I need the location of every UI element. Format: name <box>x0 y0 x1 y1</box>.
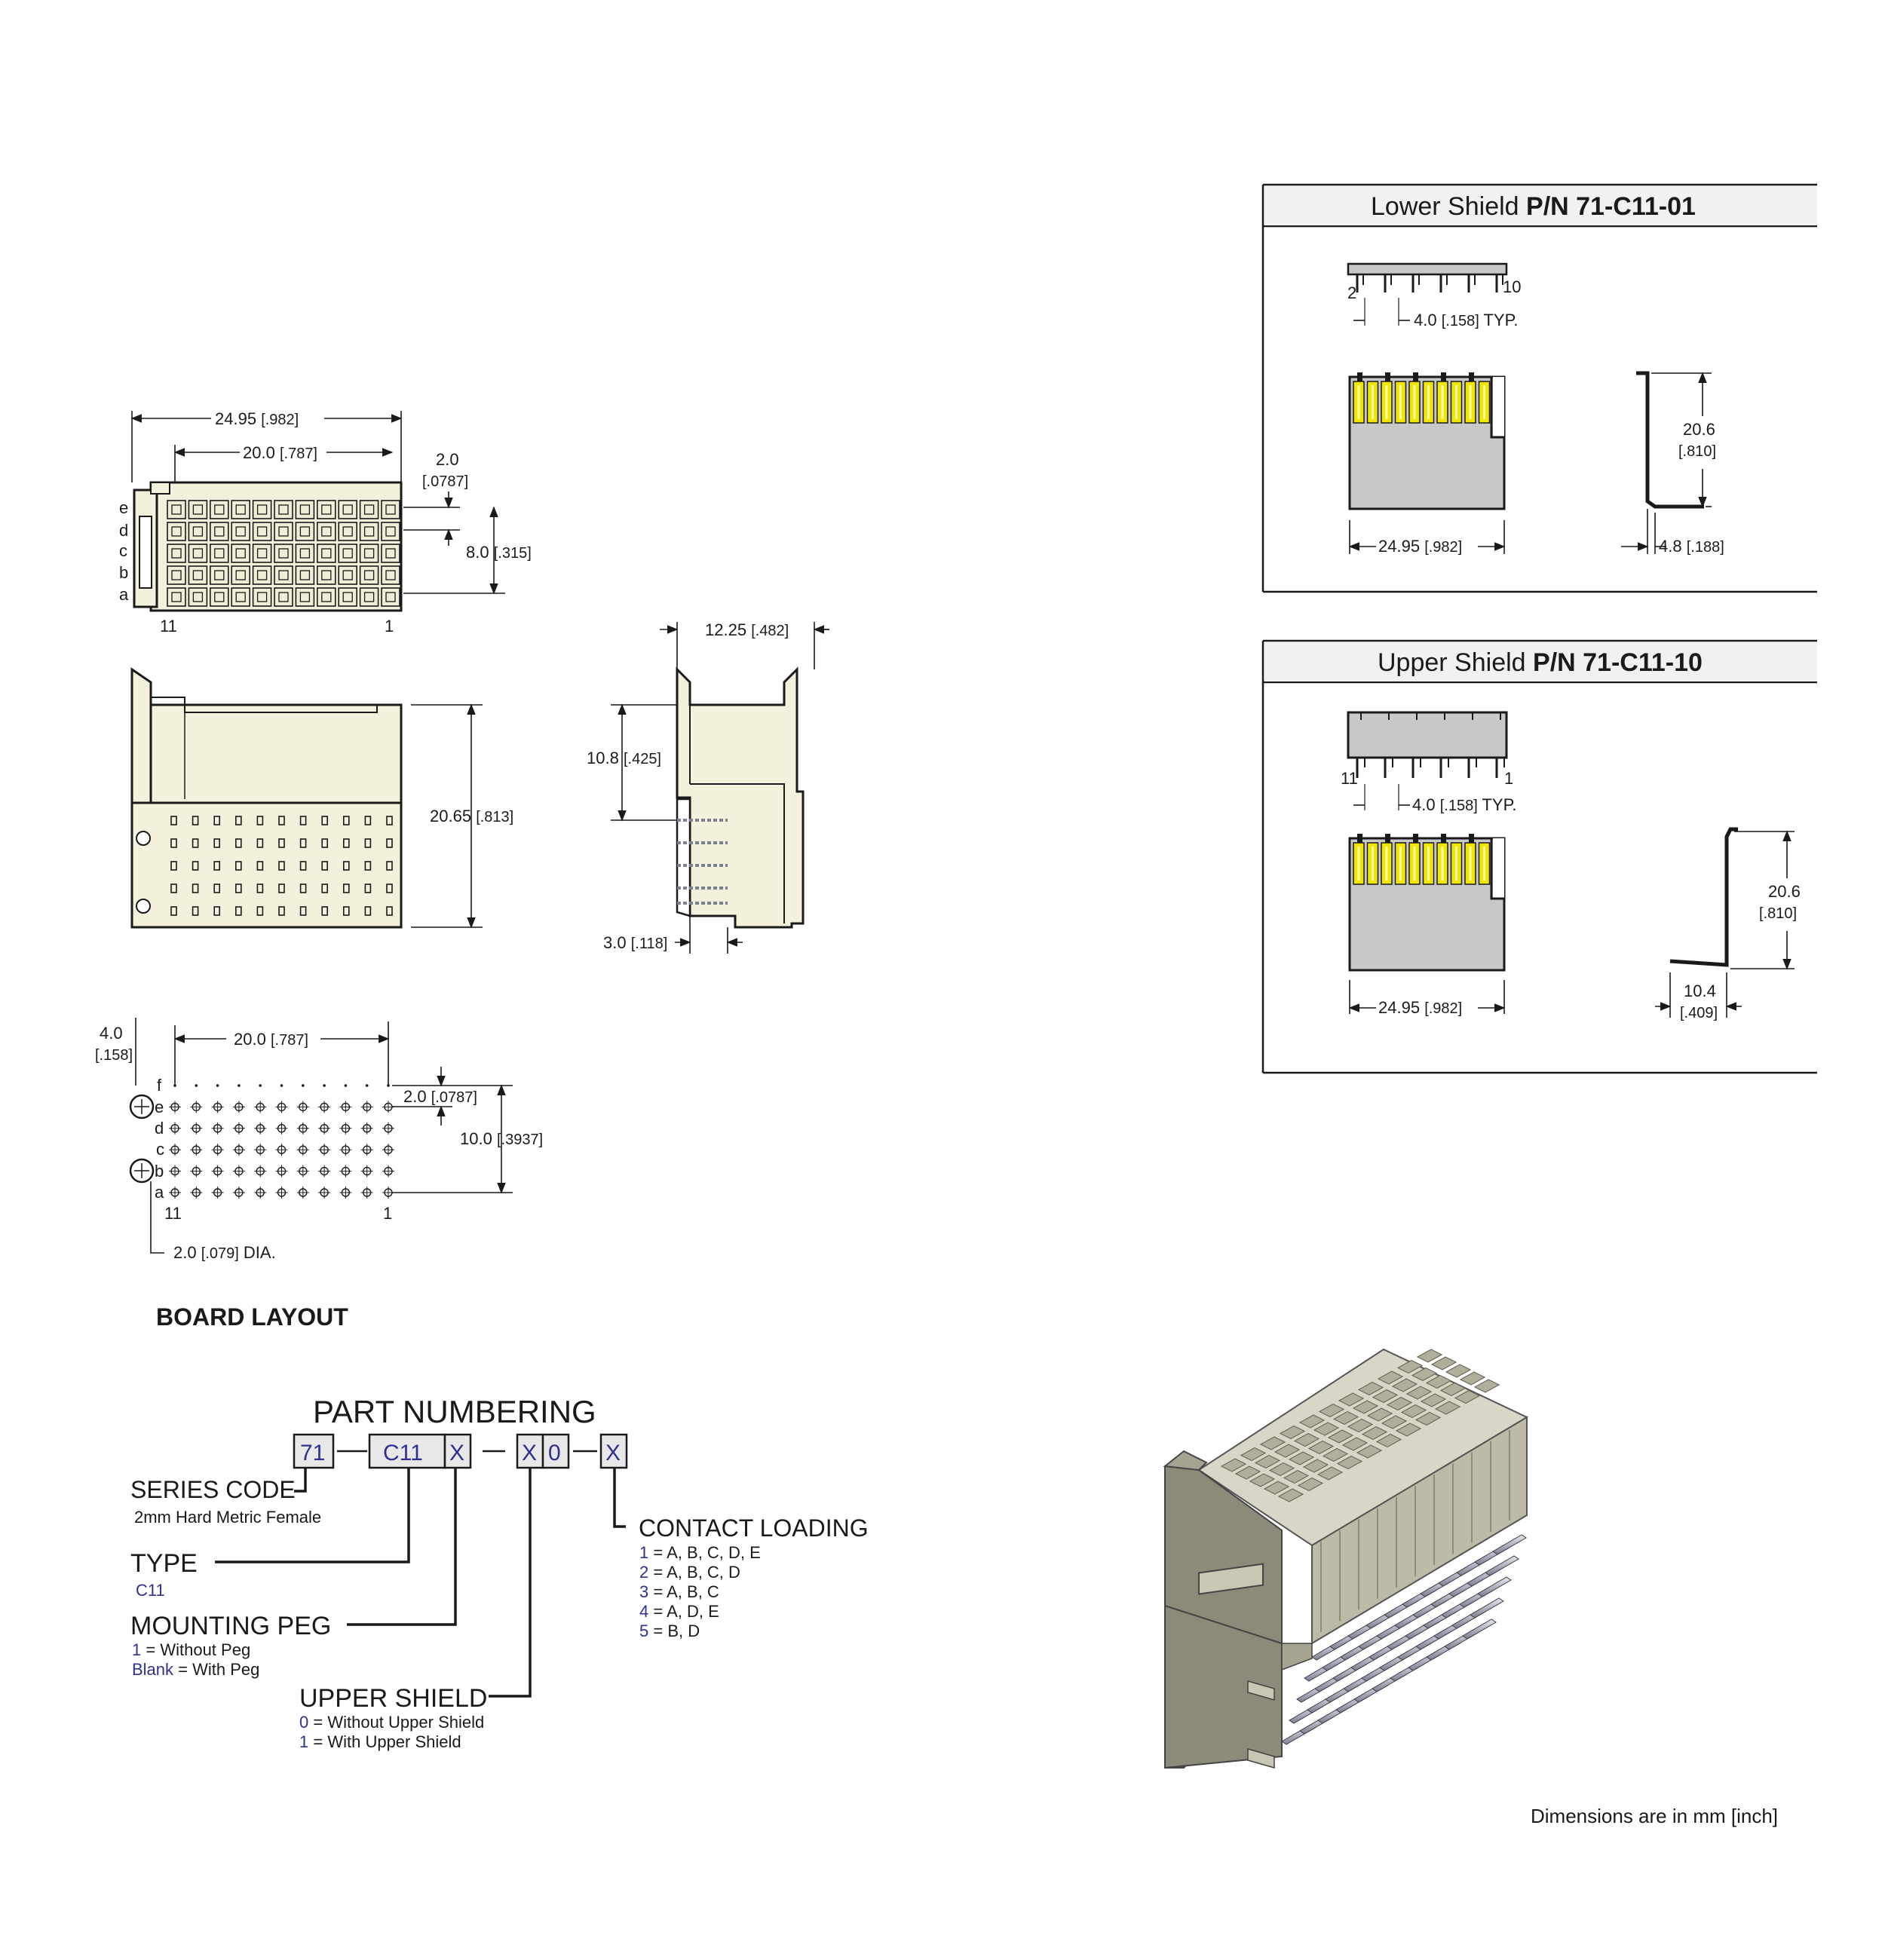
svg-text:11: 11 <box>1341 769 1358 788</box>
svg-text:2mm Hard Metric Female: 2mm Hard Metric Female <box>134 1508 321 1527</box>
side-width-dim: 12.25 [.482] <box>705 620 789 639</box>
svg-text:e: e <box>119 498 128 517</box>
lower-width-dim: 24.95 [.982] <box>1378 537 1462 556</box>
svg-text:2 = A, B, C, D: 2 = A, B, C, D <box>639 1563 740 1582</box>
svg-text:[.810]: [.810] <box>1678 443 1716 460</box>
svg-text:5 = B, D: 5 = B, D <box>639 1622 700 1640</box>
svg-text:b: b <box>155 1162 164 1181</box>
top-contact-grid <box>167 500 400 607</box>
svg-text:X: X <box>605 1441 621 1465</box>
dimensions-note: Dimensions are in mm [inch] <box>1531 1805 1778 1827</box>
svg-text:71: 71 <box>300 1441 325 1465</box>
svg-text:1 = With Upper Shield: 1 = With Upper Shield <box>299 1732 461 1751</box>
lower-height-dim: 20.6 <box>1683 420 1715 439</box>
lower-pitch-dim: 4.0 [.158] TYP. <box>1414 311 1519 329</box>
board-edge-dim: 4.0 <box>100 1024 123 1043</box>
svg-text:X: X <box>449 1441 464 1465</box>
contact-loading-label: CONTACT LOADING <box>639 1514 869 1542</box>
top-row-pitch-dim: 2.0 <box>436 450 459 469</box>
svg-text:C11: C11 <box>383 1441 423 1465</box>
upper-depth-dim: 10.4 <box>1684 982 1716 1000</box>
mounting-peg-label: MOUNTING PEG <box>130 1612 331 1640</box>
front-height-dim: 20.65 [.813] <box>430 807 513 825</box>
svg-text:a: a <box>119 585 129 604</box>
mounting-peg-holes <box>129 1094 155 1184</box>
svg-text:C11: C11 <box>136 1581 165 1600</box>
svg-text:1: 1 <box>383 1204 392 1223</box>
lower-shield-title: Lower Shield P/N 71-C11-01 <box>1371 192 1696 221</box>
side-tail-dim: 3.0 [.118] <box>603 933 667 952</box>
board-layout-title: BOARD LAYOUT <box>156 1303 348 1331</box>
svg-text:f: f <box>157 1076 162 1095</box>
svg-text:Blank = With Peg: Blank = With Peg <box>132 1660 259 1679</box>
side-view: 12.25 [.482] 10.8 [.425] 3.0 [.118] <box>587 620 829 954</box>
lower-contact-strips <box>1353 372 1491 424</box>
svg-text:[.409]: [.409] <box>1680 1005 1718 1021</box>
connector-3d-render <box>1163 1348 1529 1769</box>
front-contact-grid <box>170 816 393 916</box>
svg-text:11: 11 <box>160 617 177 635</box>
svg-text:[.0787]: [.0787] <box>422 473 468 490</box>
upper-shield-front <box>1348 834 1506 972</box>
board-span-dim: 20.0 [.787] <box>234 1030 308 1049</box>
upper-shield-label: UPPER SHIELD <box>299 1684 487 1713</box>
connector-pins <box>1281 1534 1527 1745</box>
peg-diameter-dim: 2.0 [.079] DIA. <box>173 1243 276 1262</box>
upper-height-dim: 20.6 <box>1768 882 1801 901</box>
board-pitch-dim: 2.0 [.0787] <box>403 1087 477 1106</box>
upper-shield-side: 20.6 [.810] 10.4 [.409] <box>1655 827 1817 1021</box>
board-hole-grid <box>169 1084 394 1199</box>
svg-text:2: 2 <box>1347 283 1356 302</box>
top-overall-dim: 24.95 [.982] <box>215 409 299 428</box>
svg-text:[.810]: [.810] <box>1759 905 1797 922</box>
svg-text:0: 0 <box>548 1441 561 1465</box>
svg-text:1 = A, B, C, D, E: 1 = A, B, C, D, E <box>639 1543 761 1562</box>
upper-shield-title: Upper Shield P/N 71-C11-10 <box>1378 648 1703 677</box>
lower-shield-panel: Lower Shield P/N 71-C11-01 2 10 4.0 [.15… <box>1261 183 1817 593</box>
top-view: 24.95 [.982] 20.0 [.787] 2.0 [.0787] 8.0… <box>119 406 532 635</box>
svg-text:[.158]: [.158] <box>95 1047 133 1064</box>
upper-contact-strips <box>1353 834 1491 885</box>
pn-boxes: 71 C11 X X 0 X <box>293 1433 628 1469</box>
front-view: 20.65 [.813] <box>130 667 513 929</box>
upper-width-dim: 24.95 [.982] <box>1378 998 1462 1017</box>
lower-shield-front <box>1348 372 1506 510</box>
svg-text:1 = Without Peg: 1 = Without Peg <box>132 1640 250 1659</box>
svg-text:c: c <box>119 541 127 560</box>
svg-text:X: X <box>522 1441 537 1465</box>
svg-text:a: a <box>155 1183 164 1202</box>
board-layout: 4.0 [.158] 20.0 [.787] f e d c b a 11 1 … <box>95 1018 543 1331</box>
top-span-dim: 20.0 [.787] <box>243 443 317 462</box>
svg-text:b: b <box>119 563 128 582</box>
side-pins <box>677 819 728 905</box>
part-numbering: PART NUMBERING 71 C11 X X 0 X SERIES COD… <box>130 1394 869 1751</box>
lower-shield-side: 20.6 [.810] 4.8 [.188] <box>1621 371 1734 556</box>
svg-text:4 = A, D, E: 4 = A, D, E <box>639 1602 719 1621</box>
svg-text:d: d <box>119 521 128 540</box>
svg-text:10: 10 <box>1503 277 1521 296</box>
top-row-span-dim: 8.0 [.315] <box>466 543 532 562</box>
svg-text:e: e <box>155 1098 164 1116</box>
board-height-dim: 10.0 [.3937] <box>460 1129 543 1148</box>
svg-text:3 = A, B, C: 3 = A, B, C <box>639 1582 719 1601</box>
svg-text:c: c <box>156 1140 164 1159</box>
series-code-label: SERIES CODE <box>130 1476 296 1503</box>
side-upper-dim: 10.8 [.425] <box>587 749 661 767</box>
upper-pitch-dim: 4.0 [.158] TYP. <box>1412 795 1517 814</box>
lower-depth-dim: 4.8 [.188] <box>1659 537 1724 556</box>
type-label: TYPE <box>130 1549 198 1578</box>
svg-text:11: 11 <box>164 1204 182 1223</box>
part-numbering-title: PART NUMBERING <box>313 1394 596 1429</box>
svg-text:0 = Without Upper Shield: 0 = Without Upper Shield <box>299 1713 484 1732</box>
svg-text:1: 1 <box>1504 769 1513 788</box>
svg-text:1: 1 <box>385 617 394 635</box>
upper-shield-pin-view <box>1347 711 1508 810</box>
lower-shield-pin-view <box>1347 262 1508 326</box>
upper-shield-panel: Upper Shield P/N 71-C11-10 11 1 4.0 [.15… <box>1261 639 1817 1074</box>
svg-text:d: d <box>155 1119 164 1138</box>
